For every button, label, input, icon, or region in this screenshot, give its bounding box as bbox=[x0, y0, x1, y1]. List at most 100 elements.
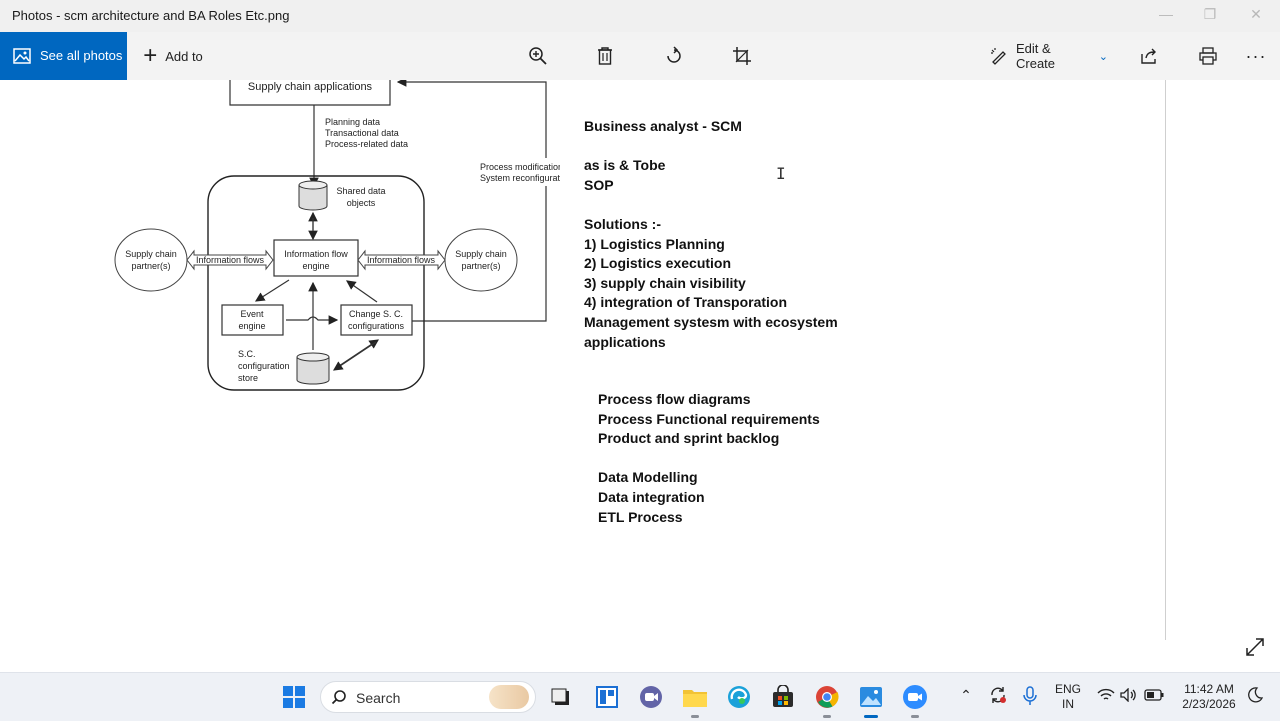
store-icon[interactable] bbox=[767, 681, 799, 713]
notes-asis: as is & Tobe bbox=[584, 157, 666, 174]
process-mod-line1: Process modifications, bbox=[480, 162, 560, 172]
add-to-button[interactable]: + Add to bbox=[136, 32, 210, 80]
rotate-icon[interactable] bbox=[658, 32, 690, 80]
notes-solutions: Solutions :- bbox=[584, 215, 661, 232]
photos-toolbar: See all photos + Add to Edit & Create ⌄ … bbox=[0, 32, 1280, 80]
shared-data-label-1: Shared data bbox=[336, 186, 385, 196]
page-edge-divider bbox=[1165, 80, 1166, 640]
more-icon[interactable]: ··· bbox=[1245, 45, 1267, 66]
clock-time: 11:42 AM bbox=[1184, 682, 1234, 696]
shared-data-label-2: objects bbox=[347, 198, 376, 208]
info-flows-left-label: Information flows bbox=[196, 255, 265, 265]
info-flows-arrow-left bbox=[186, 249, 274, 271]
notes-heading: Business analyst - SCM bbox=[584, 118, 742, 134]
do-not-disturb-icon[interactable] bbox=[1246, 687, 1264, 706]
partner-right-label-2: partner(s) bbox=[461, 261, 500, 271]
zoom-app-icon[interactable] bbox=[899, 681, 931, 713]
edge-icon[interactable] bbox=[723, 681, 755, 713]
file-explorer-icon[interactable] bbox=[679, 681, 711, 713]
lang-eng: ENG bbox=[1054, 682, 1081, 696]
see-all-photos-button[interactable]: See all photos bbox=[0, 32, 127, 80]
partner-right-label-1: Supply chain bbox=[455, 249, 507, 259]
shared-data-cylinder bbox=[298, 180, 328, 211]
task-view-icon[interactable] bbox=[545, 681, 577, 713]
event-engine-label-2: engine bbox=[238, 321, 265, 331]
widgets-icon[interactable] bbox=[591, 681, 623, 713]
chat-icon[interactable] bbox=[635, 681, 667, 713]
wifi-icon[interactable] bbox=[1096, 688, 1116, 705]
plus-icon: + bbox=[143, 42, 158, 69]
change-sc-config-box bbox=[340, 304, 413, 336]
notes-sol6: applications bbox=[584, 333, 666, 350]
crop-icon[interactable] bbox=[726, 32, 758, 80]
start-icon[interactable] bbox=[278, 681, 310, 713]
close-icon[interactable]: ✕ bbox=[1250, 6, 1262, 22]
process-mod-line2: System reconfiguration bbox=[480, 173, 560, 183]
supply-chain-applications-label: Supply chain applications bbox=[248, 81, 373, 93]
notes-d2: Data integration bbox=[598, 488, 705, 505]
share-icon[interactable] bbox=[1133, 32, 1165, 80]
edit-create-button[interactable]: Edit & Create ⌄ bbox=[990, 32, 1108, 80]
ba-notes-bottom: Process flow diagrams Process Functional… bbox=[598, 390, 820, 527]
microphone-icon[interactable] bbox=[1020, 686, 1040, 709]
config-store-cylinder bbox=[296, 352, 330, 385]
change-sc-label-1: Change S. C. bbox=[349, 309, 403, 319]
window-title: Photos - scm architecture and BA Roles E… bbox=[12, 8, 290, 23]
clock[interactable]: 11:42 AM 2/23/2026 bbox=[1170, 682, 1248, 712]
delete-icon[interactable] bbox=[589, 32, 621, 80]
partner-left-label-2: partner(s) bbox=[131, 261, 170, 271]
scm-architecture-diagram: Supply chain applications Process modifi… bbox=[114, 80, 560, 391]
partner-left-ellipse bbox=[114, 228, 188, 292]
sc-store-label-2: configuration bbox=[238, 361, 290, 371]
feedback-arrow bbox=[396, 80, 547, 322]
notes-sol3: 3) supply chain visibility bbox=[584, 274, 746, 291]
info-flows-right-label: Information flows bbox=[367, 255, 436, 265]
maximize-icon[interactable]: ❐ bbox=[1203, 6, 1217, 22]
info-flows-arrow-right bbox=[357, 249, 446, 271]
partner-left-label-1: Supply chain bbox=[125, 249, 177, 259]
sc-store-label-1: S.C. bbox=[238, 349, 256, 359]
notes-sol2: 2) Logistics execution bbox=[584, 255, 732, 272]
notes-sol1: 1) Logistics Planning bbox=[584, 235, 725, 252]
volume-icon[interactable] bbox=[1119, 687, 1139, 705]
clock-date: 2/23/2026 bbox=[1182, 697, 1236, 711]
zoom-in-icon[interactable] bbox=[522, 32, 554, 80]
title-bar: Photos - scm architecture and BA Roles E… bbox=[0, 0, 1280, 32]
chevron-up-icon[interactable]: ⌃ bbox=[960, 687, 972, 703]
language-indicator[interactable]: ENG IN bbox=[1052, 682, 1084, 712]
notes-sop: SOP bbox=[584, 176, 614, 193]
ba-notes-top: Business analyst - SCM as is & Tobe SOP … bbox=[584, 117, 838, 352]
print-icon[interactable] bbox=[1192, 32, 1224, 80]
battery-icon[interactable] bbox=[1143, 689, 1165, 704]
sync-icon[interactable] bbox=[987, 686, 1009, 707]
search-highlight-icon bbox=[489, 685, 529, 709]
partner-right-ellipse bbox=[444, 228, 518, 292]
fullscreen-icon[interactable] bbox=[1244, 636, 1268, 660]
minimize-icon[interactable]: — bbox=[1159, 6, 1173, 22]
notes-p1: Process flow diagrams bbox=[598, 391, 751, 407]
sc-store-label-3: store bbox=[238, 373, 258, 383]
photos-app-icon[interactable] bbox=[855, 681, 887, 713]
change-sc-label-2: configurations bbox=[348, 321, 405, 331]
windows-taskbar: Search ⌃ ENG IN bbox=[0, 672, 1280, 721]
notes-p2: Process Functional requirements bbox=[598, 410, 820, 427]
scm-system-container bbox=[207, 175, 425, 391]
info-engine-label-1: Information flow bbox=[284, 249, 348, 259]
event-engine-box bbox=[221, 304, 284, 336]
add-to-label: Add to bbox=[165, 48, 203, 64]
notes-sol5: Management systesm with ecosystem bbox=[584, 313, 838, 330]
process-data-label: Process-related data bbox=[325, 139, 408, 149]
notes-d1: Data Modelling bbox=[598, 469, 698, 486]
supply-chain-applications-box bbox=[229, 80, 391, 106]
notes-p3: Product and sprint backlog bbox=[598, 430, 780, 447]
taskbar-search-box[interactable]: Search bbox=[320, 681, 536, 713]
search-icon bbox=[331, 689, 347, 710]
chrome-icon[interactable] bbox=[811, 681, 843, 713]
see-all-photos-label: See all photos bbox=[40, 48, 123, 63]
lang-in: IN bbox=[1062, 697, 1074, 711]
edit-create-icon bbox=[990, 47, 1008, 65]
photos-icon bbox=[13, 47, 31, 68]
planning-data-label: Planning data bbox=[325, 117, 380, 127]
info-flow-engine-box bbox=[273, 239, 359, 277]
edit-create-label: Edit & Create bbox=[1016, 41, 1056, 71]
